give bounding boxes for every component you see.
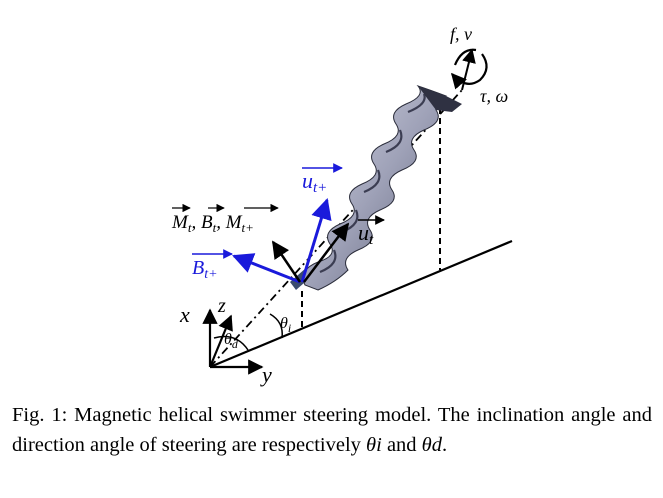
label-axis-z: z bbox=[217, 295, 226, 317]
label-m-t: M bbox=[171, 212, 189, 233]
label-theta-d: θ bbox=[224, 331, 232, 348]
svg-text:y: y bbox=[260, 362, 272, 387]
label-m-tplus-sub: t+ bbox=[242, 220, 254, 235]
svg-text:ut: ut bbox=[358, 220, 374, 248]
svg-text:x: x bbox=[179, 302, 190, 327]
svg-text:τ, ω: τ, ω bbox=[480, 86, 508, 106]
svg-text:Bt+: Bt+ bbox=[192, 257, 218, 282]
axis-z-arrow bbox=[208, 314, 233, 368]
vector-m-b-m bbox=[271, 240, 302, 283]
label-u-t-sub: t bbox=[369, 232, 374, 248]
label-u-tplus: u bbox=[302, 168, 313, 193]
svg-text:θi: θi bbox=[280, 315, 291, 335]
theta-i-arc bbox=[269, 313, 283, 339]
label-axis-y: y bbox=[260, 362, 272, 387]
rotation-arrow-icon bbox=[452, 48, 488, 84]
label-theta-i: θ bbox=[280, 315, 288, 332]
svg-text:θd: θd bbox=[224, 331, 239, 351]
caption-end: . bbox=[442, 434, 448, 456]
vector-b-tplus bbox=[232, 253, 301, 284]
svg-text:z: z bbox=[217, 295, 226, 317]
vector-u-t bbox=[303, 222, 350, 283]
inclined-plane-line bbox=[209, 239, 513, 369]
svg-text:f, v: f, v bbox=[450, 24, 472, 44]
label-theta-d-sub: d bbox=[232, 337, 239, 351]
caption-theta-i: θi bbox=[366, 434, 382, 456]
label-theta-i-sub: i bbox=[288, 321, 291, 335]
figure-caption: Fig. 1: Magnetic helical swimmer steerin… bbox=[12, 400, 652, 460]
label-b-tplus: B bbox=[192, 257, 204, 279]
label-u-tplus-sub: t+ bbox=[313, 180, 327, 196]
label-b-t-sub: t bbox=[213, 220, 217, 235]
label-u-t: u bbox=[358, 220, 369, 245]
caption-theta-d: θd bbox=[421, 434, 442, 456]
label-tau-omega: τ, ω bbox=[480, 86, 508, 106]
svg-text:Mt, Bt, Mt+: Mt, Bt, Mt+ bbox=[171, 212, 254, 235]
label-axis-x: x bbox=[179, 302, 190, 327]
label-m-tplus: M bbox=[225, 212, 243, 233]
svg-text:ut+: ut+ bbox=[302, 168, 327, 196]
label-b-tplus-sub: t+ bbox=[204, 267, 217, 282]
label-m-t-sub: t bbox=[188, 220, 192, 235]
vector-u-tplus bbox=[300, 197, 332, 283]
label-f-v: f, v bbox=[450, 24, 472, 44]
caption-and: and bbox=[386, 434, 417, 456]
force-arrow bbox=[461, 48, 476, 91]
figure-helical-swimmer: f, v τ, ω ut+ ut Mt, Bt, Mt+ Bt+ x y z θ… bbox=[171, 24, 513, 387]
label-b-t: B bbox=[201, 212, 213, 233]
caption-text: Fig. 1: Magnetic helical swimmer steerin… bbox=[12, 404, 652, 456]
theta-d-arc bbox=[213, 335, 249, 351]
